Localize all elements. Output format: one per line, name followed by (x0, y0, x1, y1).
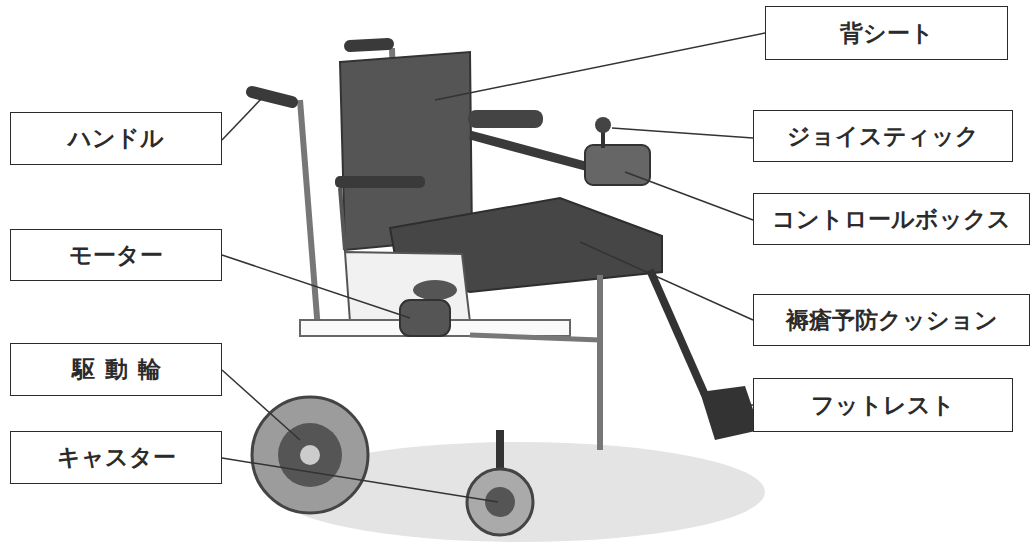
part-name: 褥瘡予防クッション (786, 305, 998, 336)
front-leg (597, 275, 603, 450)
control-box (585, 145, 650, 185)
label-box: モーター (10, 229, 222, 281)
label-box: ハンドル (10, 112, 222, 165)
drive-wheel (252, 397, 368, 513)
caster-wheel (467, 469, 533, 535)
part-name: ハンドル (68, 123, 164, 154)
part-name: ジョイスティック (787, 121, 979, 152)
part-name: 背シート (840, 18, 934, 49)
leader-line (222, 255, 410, 318)
part-name: コントロールボックス (772, 204, 1011, 235)
leader-line (712, 404, 753, 406)
footrest-plate (700, 386, 760, 440)
leader-line (222, 370, 300, 440)
leader-line (612, 128, 753, 138)
side-panel-slot (413, 280, 457, 300)
label-box: コントロールボックス (753, 193, 1030, 245)
handle-grip (350, 44, 388, 46)
joystick-knob (595, 117, 611, 133)
armrest (468, 110, 543, 128)
rear-cane (300, 100, 318, 330)
leader-line (580, 242, 753, 320)
drive-wheel-rim (278, 423, 342, 487)
leader-line (222, 458, 498, 502)
leader-line (435, 33, 765, 100)
leg-hanger (650, 270, 705, 395)
joystick-arm (470, 135, 600, 170)
caster-hub (485, 487, 515, 517)
leader-line (625, 172, 753, 220)
label-box: キャスター (10, 431, 222, 484)
part-name: 駆動輪 (72, 354, 171, 385)
drive-wheel-hub (300, 445, 320, 465)
leader-line (222, 98, 262, 140)
label-box: 背シート (765, 6, 1008, 60)
armrest (335, 176, 425, 188)
label-box: 駆動輪 (10, 343, 222, 396)
frame-bar (470, 335, 600, 340)
label-box: 褥瘡予防クッション (753, 294, 1030, 346)
part-name: フットレスト (811, 390, 955, 421)
part-name: キャスター (57, 442, 176, 473)
part-name: モーター (69, 240, 163, 271)
motor (400, 300, 450, 336)
handle-grip (252, 92, 292, 102)
armrest-frame (340, 188, 345, 250)
label-box: フットレスト (753, 378, 1013, 432)
label-box: ジョイスティック (753, 110, 1013, 162)
